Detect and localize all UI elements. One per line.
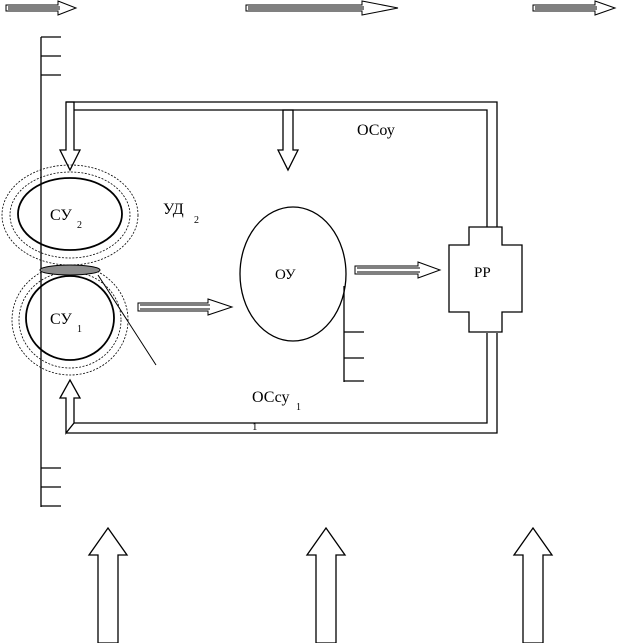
top-arrow-middle — [245, 0, 399, 16]
upper-feedback-frame — [66, 101, 498, 227]
lower-feedback-frame — [66, 333, 498, 434]
su2-label: СУ — [50, 207, 72, 224]
down-arrow-to-ou — [276, 109, 300, 172]
su1-pointer-line — [97, 274, 157, 366]
bottom-arrow-left — [87, 526, 129, 643]
bottom-arrow-middle — [305, 526, 347, 643]
ossu1-subscript: 1 — [296, 402, 301, 413]
su2-rings — [1, 164, 139, 266]
su1-subscript: 1 — [77, 324, 82, 335]
top-arrow-right — [532, 0, 617, 16]
ou-scale — [343, 286, 364, 382]
rr-block — [448, 226, 523, 333]
osou-label: ОСоу — [357, 122, 395, 139]
connector-gray-disc — [39, 264, 101, 276]
down-arrow-to-su2 — [58, 101, 82, 172]
up-arrow-to-su1 — [58, 378, 82, 435]
arrow-su1-to-ou — [137, 298, 234, 316]
ud2-subscript: 2 — [194, 215, 199, 226]
su1-label: СУ — [50, 311, 72, 328]
ud2-label: УД — [163, 201, 184, 218]
rr-label: РР — [474, 265, 491, 281]
bottom-arrow-right — [512, 526, 554, 643]
ou-ellipse — [239, 206, 347, 342]
ou-label: ОУ — [275, 267, 296, 283]
su2-subscript: 2 — [77, 220, 82, 231]
arrow-ou-to-rr — [354, 261, 442, 279]
ossu1-label: ОСсу — [252, 389, 290, 406]
top-arrow-left — [5, 0, 78, 16]
stray-one-label: 1 — [252, 421, 258, 433]
